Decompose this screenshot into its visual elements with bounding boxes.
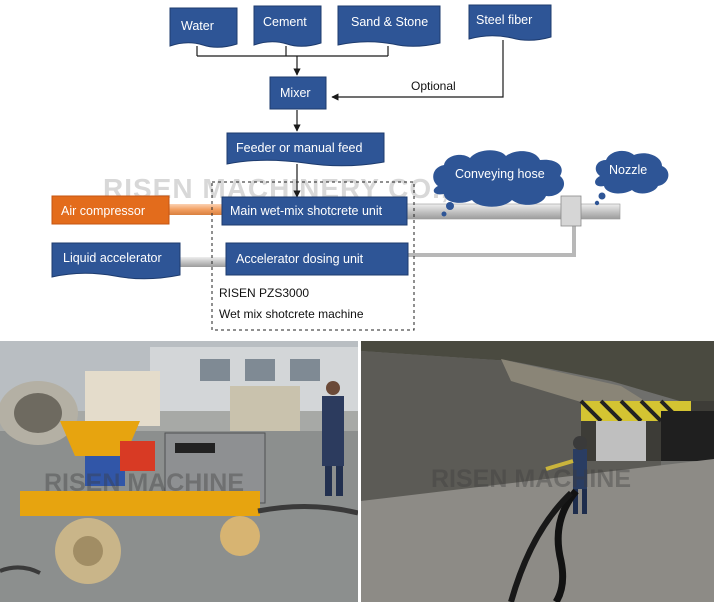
machine-model: RISEN PZS3000 (219, 286, 309, 300)
tunnel-spraying-illustration (361, 341, 714, 602)
feeder-label: Feeder or manual feed (236, 141, 363, 155)
air-compressor-box: Air compressor (51, 195, 170, 225)
sand-stone-box: Sand & Stone (337, 5, 441, 47)
feeder-box: Feeder or manual feed (226, 132, 385, 167)
water-box: Water (169, 7, 238, 48)
nozzle-cloud: Nozzle (594, 150, 669, 206)
water-label: Water (181, 19, 214, 33)
nozzle-junction (560, 195, 582, 227)
conveying-hose-label: Conveying hose (455, 167, 545, 181)
main-pipe (405, 203, 621, 220)
mixer-box: Mixer (269, 76, 327, 110)
air-line (168, 204, 224, 215)
liquid-accelerator-label: Liquid accelerator (63, 251, 162, 265)
tunnel-spraying-photo: RISEN MACHINE (361, 341, 714, 602)
mixer-label: Mixer (280, 86, 311, 100)
dosing-unit-label: Accelerator dosing unit (236, 252, 364, 266)
dosing-unit-box: Accelerator dosing unit (225, 242, 409, 276)
steel-fiber-box: Steel fiber (468, 4, 552, 41)
pipes (168, 195, 621, 267)
machine-boundary (211, 181, 415, 331)
liquid-accelerator-box: Liquid accelerator (51, 242, 181, 280)
tunnel-photo-watermark: RISEN MACHINE (431, 465, 632, 493)
process-flow-diagram: RISEN MACHINERY CO., LTD. Optional Water… (51, 4, 669, 331)
air-compressor-label: Air compressor (61, 204, 145, 218)
optional-label: Optional (411, 79, 456, 93)
machine-photo: RISEN MACHINE (0, 341, 358, 602)
sand-stone-label: Sand & Stone (351, 15, 428, 29)
cement-label: Cement (263, 15, 307, 29)
conveying-hose-cloud: Conveying hose (433, 150, 565, 217)
input-connectors (196, 40, 504, 198)
main-unit-label: Main wet-mix shotcrete unit (230, 204, 383, 218)
accelerator-line (180, 257, 226, 267)
accelerator-return-line (406, 222, 576, 257)
machine-photo-illustration (0, 341, 358, 602)
nozzle-label: Nozzle (609, 163, 647, 177)
main-unit-box: Main wet-mix shotcrete unit (221, 196, 408, 226)
machine-name: Wet mix shotcrete machine (219, 307, 364, 321)
machine-photo-watermark: RISEN MACHINE (44, 469, 245, 497)
steel-fiber-label: Steel fiber (476, 13, 532, 27)
cement-box: Cement (253, 5, 322, 47)
